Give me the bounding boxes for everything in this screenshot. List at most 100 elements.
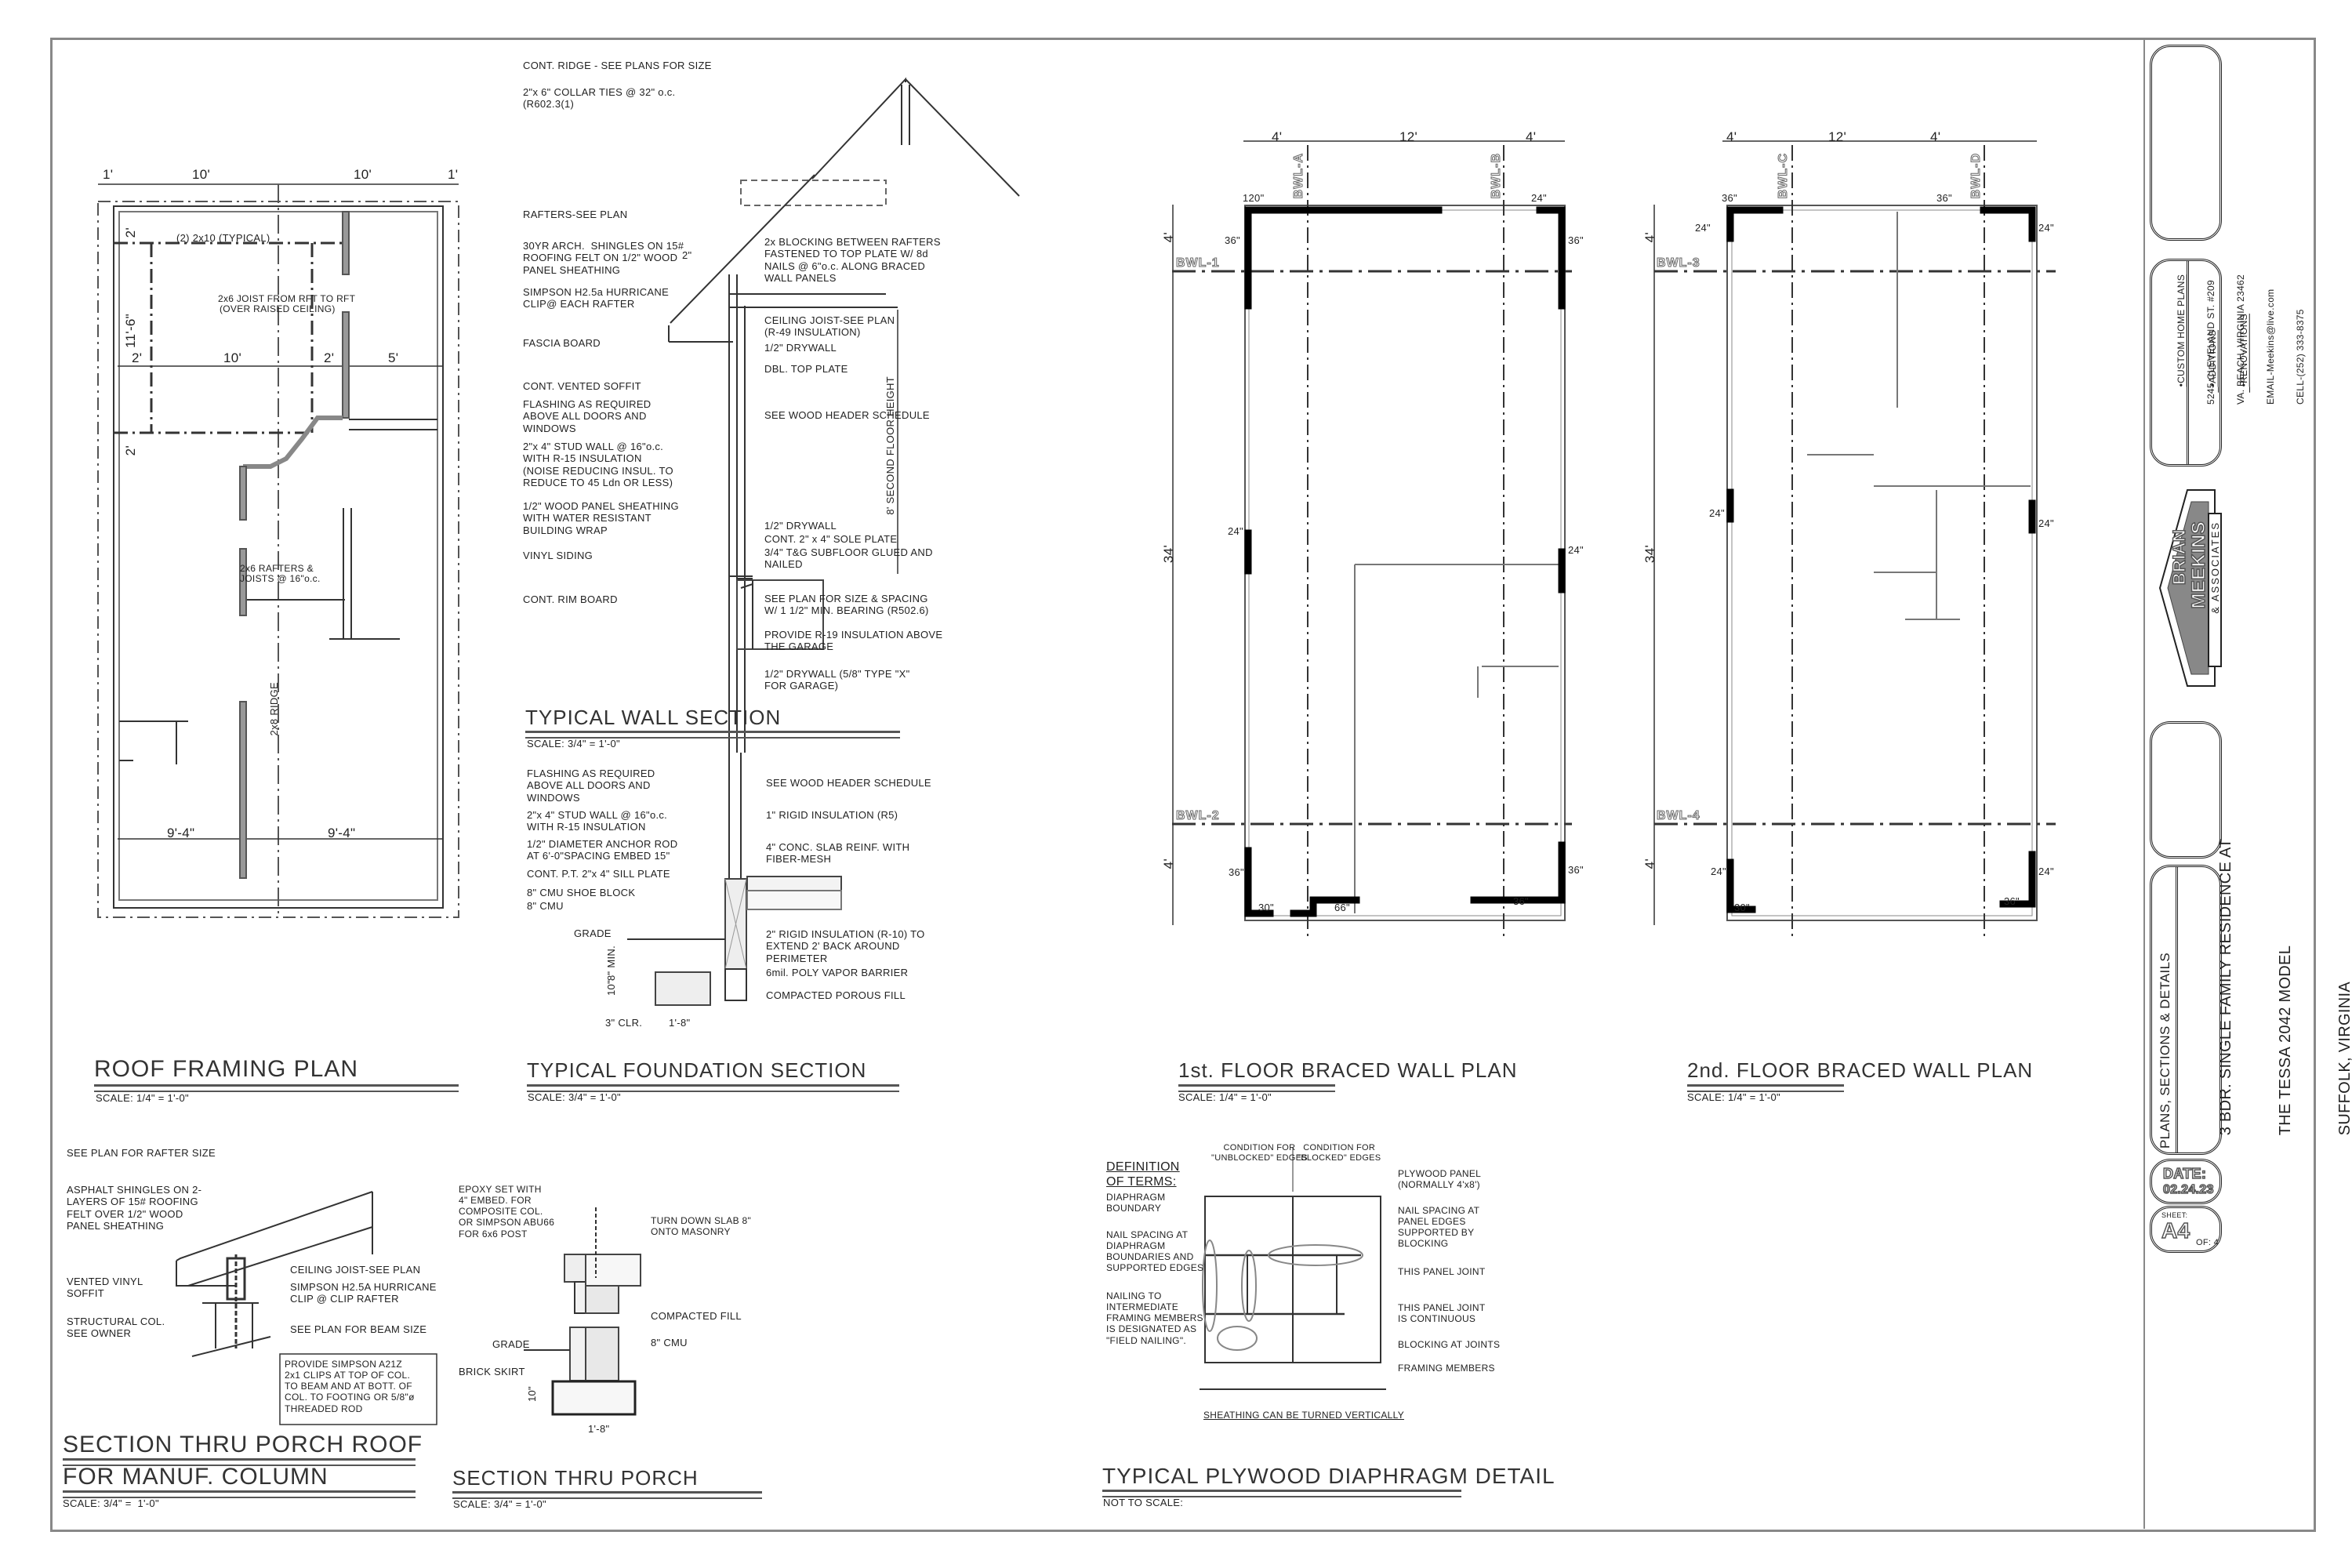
roof-framing-plan-scale: SCALE: 1/4" = 1'-0" — [96, 1092, 189, 1104]
bwp1-panel-30: 30" — [1258, 902, 1274, 913]
diaphragm-header-blocked: CONDITION FOR "BLOCKED" EDGES — [1298, 1143, 1381, 1163]
project-line-3: SUFFOLK, VIRGINIA — [2336, 982, 2352, 1136]
roof-dim-mid-4: 5' — [388, 350, 399, 365]
foundation-section-scale: SCALE: 3/4" = 1'-0" — [528, 1091, 621, 1103]
title-block-date: DATE: 02.24.23 — [2150, 1159, 2222, 1204]
date-label: DATE: — [2162, 1165, 2207, 1182]
title-block-empty-box — [2150, 45, 2222, 241]
wall-note-top-plate: DBL. TOP PLATE — [764, 363, 848, 375]
diaphragm-note-boundary: DIAPHRAGM BOUNDARY — [1106, 1192, 1166, 1214]
wall-note-r19: PROVIDE R-19 INSULATION ABOVE THE GARAGE — [764, 629, 943, 653]
title-underline — [1178, 1084, 1335, 1092]
wall-note-siding: VINYL SIDING — [523, 550, 593, 561]
bwp1-panel-120: 120" — [1243, 192, 1265, 204]
bwl-4-label: BWL-4 — [1657, 809, 1700, 823]
wall-note-sheathing: 1/2" WOOD PANEL SHEATHING WITH WATER RES… — [523, 500, 679, 536]
bwp1-panel-36-br: 36" — [1568, 864, 1584, 876]
title-block-sheet: SHEET: A4 OF: 4 — [2150, 1206, 2222, 1253]
roof-dim-top-2: 10' — [192, 167, 211, 182]
second-floor-braced-panels — [1726, 206, 2036, 913]
bwp2-dim-side-3: 4' — [1642, 858, 1657, 869]
wall-note-blocking: 2x BLOCKING BETWEEN RAFTERS FASTENED TO … — [764, 236, 941, 284]
sheet-description: PLANS, SECTIONS & DETAILS — [2158, 953, 2172, 1149]
divider — [2187, 261, 2189, 464]
bwp2-panel-36-tr: 36" — [1936, 192, 1952, 204]
fdn-note-sill-plate: CONT. P.T. 2"x 4" SILL PLATE — [527, 868, 670, 880]
address-street: 5245 CLEVELAND ST. #209 — [2205, 280, 2216, 405]
fdn-note-fill: COMPACTED POROUS FILL — [766, 989, 906, 1001]
fdn-note-grade: GRADE — [574, 927, 612, 939]
logo-text-meekins: MEEKINS — [2187, 521, 2210, 609]
roof-dim-top-1: 1' — [103, 167, 114, 182]
first-floor-braced-panels — [1244, 206, 1566, 917]
bwp1-panel-36-right: 36" — [1568, 234, 1584, 246]
bwp2-panel-24-br: 24" — [2038, 866, 2054, 877]
porch-section-title: SECTION THRU PORCH — [452, 1466, 699, 1490]
porch-dim-width: 1'-8" — [588, 1423, 610, 1435]
first-floor-braced-wall-drawing — [1172, 140, 1572, 937]
fdn-note-slab: 4" CONC. SLAB REINF. WITH FIBER-MESH — [766, 841, 910, 866]
diaphragm-note-panel-joint: THIS PANEL JOINT — [1398, 1266, 1486, 1277]
porch-roof-note-clip: SIMPSON H2.5A HURRICANE CLIP @ CLIP RAFT… — [290, 1281, 437, 1305]
bwp1-dim-top-3: 4' — [1526, 129, 1537, 144]
diaphragm-footer-note: SHEATHING CAN BE TURNED VERTICALLY — [1203, 1410, 1405, 1421]
porch-section-drawing — [524, 1207, 641, 1416]
diaphragm-note-blocking: BLOCKING AT JOINTS — [1398, 1339, 1501, 1350]
divider — [2176, 867, 2178, 1152]
wall-note-sole-plate: CONT. 2" x 4" SOLE PLATE — [764, 533, 898, 545]
foundation-section-drawing — [627, 753, 842, 1006]
project-description: 3 BDR. SINGLE FAMILY RESIDENCE AT THE TE… — [2181, 838, 2352, 1145]
roof-dim-top-3: 10' — [354, 167, 372, 182]
fdn-note-header: SEE WOOD HEADER SCHEDULE — [766, 777, 931, 789]
roof-rafters-note-2: JOISTS @ 16"o.c. — [240, 573, 321, 584]
company-email[interactable]: EMAIL-Meekins@live.com — [2265, 289, 2276, 405]
wall-note-subfloor: 3/4" T&G SUBFLOOR GLUED AND NAILED — [764, 546, 933, 571]
porch-section-scale: SCALE: 3/4" = 1'-0" — [453, 1498, 546, 1510]
bwp1-dim-side-1: 4' — [1161, 232, 1176, 243]
bwp2-dim-top-1: 4' — [1726, 129, 1737, 144]
porch-roof-note-soffit: VENTED VINYL SOFFIT — [67, 1276, 143, 1300]
bwp2-panel-30: 30" — [1734, 902, 1750, 913]
roof-dim-bottom-2: 9'-4" — [328, 826, 356, 840]
wall-note-drywall-top: 1/2" DRYWALL — [764, 342, 837, 354]
fdn-note-shoe-block: 8" CMU SHOE BLOCK — [527, 887, 636, 898]
fdn-note-cmu: 8" CMU — [527, 900, 564, 912]
bwp2-dim-side-1: 4' — [1642, 232, 1657, 243]
porch-roof-note-beam: SEE PLAN FOR BEAM SIZE — [290, 1323, 427, 1335]
wall-note-rim-board: CONT. RIM BOARD — [523, 593, 618, 605]
bwp1-dim-side-2: 34' — [1161, 545, 1176, 564]
drawing-sheet-border — [50, 38, 2316, 1532]
bwp1-panel-24-right: 24" — [1568, 544, 1584, 556]
service-custom-home: •CUSTOM HOME PLANS — [2176, 274, 2187, 387]
bwp1-dim-top-1: 4' — [1272, 129, 1283, 144]
wall-section-scale: SCALE: 3/4" = 1'-0" — [527, 738, 620, 750]
bwp2-panel-24-mr: 24" — [2038, 517, 2054, 529]
wall-note-garage-drywall: 1/2" DRYWALL (5/8" TYPE "X" FOR GARAGE) — [764, 668, 910, 692]
porch-roof-note-column: STRUCTURAL COL. SEE OWNER — [67, 1316, 165, 1340]
diaphragm-note-plywood: PLYWOOD PANEL (NORMALLY 4'x8') — [1398, 1168, 1482, 1191]
logo-text-associates: & ASSOCIATES — [2209, 521, 2221, 614]
fdn-dim-width: 1'-8" — [669, 1017, 691, 1029]
diaphragm-note-nail-spacing: NAIL SPACING AT DIAPHRAGM BOUNDARIES AND… — [1106, 1229, 1204, 1274]
bwp1-dim-side-3: 4' — [1161, 858, 1176, 869]
diaphragm-detail-scale: NOT TO SCALE: — [1103, 1497, 1184, 1508]
roof-dim-bottom-1: 9'-4" — [167, 826, 195, 840]
roof-dim-left-3: 2' — [123, 445, 138, 456]
porch-note-turn-down: TURN DOWN SLAB 8" ONTO MASONRY — [651, 1215, 752, 1238]
porch-roof-note-ceiling-joist: CEILING JOIST-SEE PLAN — [290, 1264, 421, 1276]
company-logo: BRIAN MEEKINS & ASSOCIATES — [2152, 474, 2223, 702]
fdn-note-rigid-2: 2" RIGID INSULATION (R-10) TO EXTEND 2' … — [766, 928, 925, 964]
porch-roof-scale: SCALE: 3/4" = 1'-0" — [63, 1497, 159, 1509]
company-phone: CELL-(252) 333-8375 — [2295, 309, 2306, 405]
porch-dim-footing: 10" — [526, 1386, 538, 1402]
diaphragm-note-field-nailing: NAILING TO INTERMEDIATE FRAMING MEMBERS … — [1106, 1290, 1203, 1346]
title-underline — [1102, 1490, 1461, 1497]
porch-note-brick: BRICK SKIRT — [459, 1366, 525, 1377]
bwp2-panel-36-bottom: 36" — [2004, 895, 2020, 907]
roof-framing-plan-title: ROOF FRAMING PLAN — [94, 1056, 359, 1082]
wall-note-flashing: FLASHING AS REQUIRED ABOVE ALL DOORS AND… — [523, 398, 652, 434]
roof-dim-mid-3: 2' — [324, 350, 335, 365]
wall-note-ridge: CONT. RIDGE - SEE PLANS FOR SIZE — [523, 60, 712, 71]
porch-roof-section-drawing — [176, 1191, 437, 1425]
